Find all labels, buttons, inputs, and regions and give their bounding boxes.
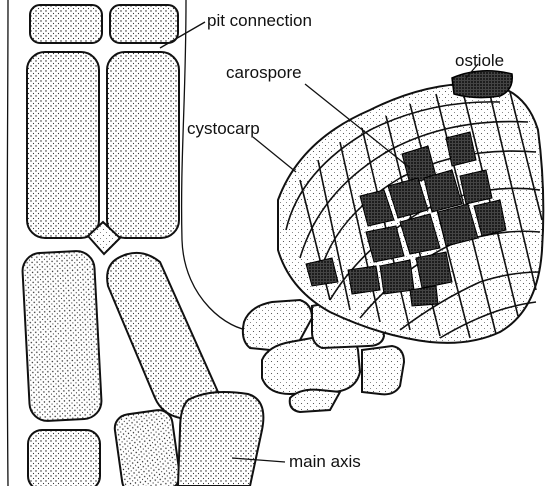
cystocarp-leader: [253, 137, 296, 172]
axial-cell: [22, 250, 103, 422]
ostiole: [452, 71, 512, 98]
cystocarp: [278, 71, 543, 343]
axial-cell: [107, 52, 179, 238]
axial-cell: [27, 52, 99, 238]
axial-cell: [107, 253, 219, 418]
axial-cell: [30, 5, 102, 43]
axial-cell: [113, 408, 182, 486]
main-axis-filament: [7, 0, 263, 486]
label-carospore: carospore: [226, 63, 302, 82]
label-main-axis: main axis: [289, 452, 361, 471]
label-pit-connection: pit connection: [207, 11, 312, 30]
axial-cell: [28, 430, 100, 486]
axial-cell: [110, 5, 178, 43]
axial-cell: [178, 392, 263, 486]
label-cystocarp: cystocarp: [187, 119, 260, 138]
label-ostiole: ostiole: [455, 51, 504, 70]
